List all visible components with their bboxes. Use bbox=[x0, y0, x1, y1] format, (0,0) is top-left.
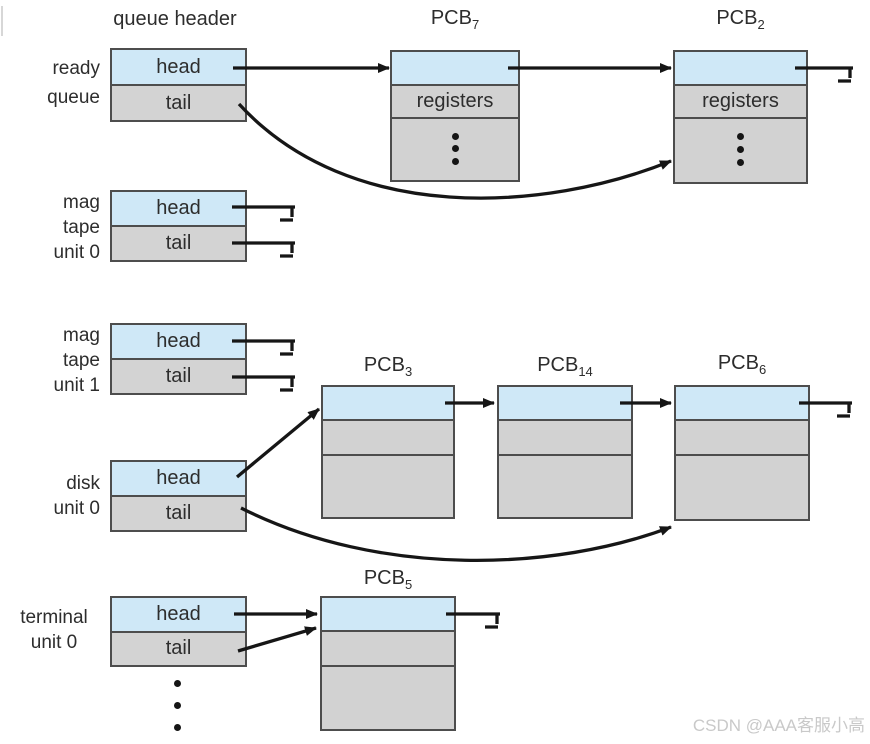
pcb2-box: registers bbox=[673, 50, 808, 184]
mag-tape-0-head-cell: head bbox=[112, 192, 245, 227]
pcb7-ellipsis bbox=[392, 119, 518, 180]
label-line: queue bbox=[47, 87, 100, 108]
pcb3-field bbox=[323, 421, 453, 456]
null-pointer-ground-icon bbox=[280, 207, 294, 222]
null-pointer-ground-icon bbox=[280, 243, 294, 258]
dot bbox=[737, 159, 744, 166]
null-pointer-ground-icon bbox=[837, 403, 851, 418]
pcb7-box: registers bbox=[390, 50, 520, 182]
null-pointer-ground-icon bbox=[485, 614, 499, 629]
dot bbox=[451, 157, 459, 165]
label-line: unit 0 bbox=[30, 632, 78, 653]
pcb2-registers-field: registers bbox=[675, 86, 806, 119]
dot bbox=[174, 724, 181, 731]
pcb14-field bbox=[499, 456, 631, 517]
label-line: unit 0 bbox=[53, 498, 100, 519]
label-disk-unit-0: disk unit 0 bbox=[8, 471, 100, 521]
more-queues-ellipsis bbox=[174, 680, 181, 731]
label-mag-tape-unit-1: mag tape unit 1 bbox=[8, 323, 100, 398]
pcb3-title-sub: 3 bbox=[404, 364, 413, 379]
pcb14-title: PCB14 bbox=[497, 354, 633, 379]
pcb7-title-sub: 7 bbox=[471, 17, 480, 32]
label-line: tape bbox=[63, 350, 100, 371]
label-line: ready bbox=[52, 58, 100, 79]
label-line: disk bbox=[66, 473, 100, 494]
pcb6-title-text: PCB bbox=[717, 352, 759, 374]
pcb2-ellipsis bbox=[675, 119, 806, 182]
label-terminal-unit-0: terminal unit 0 bbox=[4, 605, 104, 655]
label-mag-tape-unit-0: mag tape unit 0 bbox=[8, 190, 100, 265]
pcb3-title-text: PCB bbox=[363, 354, 405, 376]
pcb2-title-sub: 2 bbox=[757, 17, 765, 32]
pcb6-box bbox=[674, 385, 810, 521]
scan-artifact bbox=[1, 6, 3, 36]
pcb7-link-field bbox=[392, 52, 518, 86]
pcb2-title: PCB2 bbox=[673, 7, 808, 32]
watermark: CSDN @AAA客服小高 bbox=[692, 716, 865, 735]
pcb5-field bbox=[322, 632, 454, 667]
pcb7-registers-field: registers bbox=[392, 86, 518, 119]
pcb2-title-text: PCB bbox=[716, 7, 758, 29]
null-pointer-ground-icon bbox=[280, 377, 294, 392]
ready-tail-cell: tail bbox=[112, 86, 245, 120]
arrow-disk-head-to-pcb3 bbox=[235, 407, 321, 479]
terminal-0-head-cell: head bbox=[112, 598, 245, 633]
terminal-0-header-box: head tail bbox=[110, 596, 247, 667]
dot bbox=[737, 146, 744, 153]
pcb5-box bbox=[320, 596, 456, 731]
label-line: tape bbox=[63, 217, 100, 238]
dot bbox=[737, 133, 744, 140]
pcb6-field bbox=[676, 421, 808, 456]
label-line: mag bbox=[63, 192, 100, 213]
terminal-0-tail-cell: tail bbox=[112, 632, 245, 665]
pcb14-link-field bbox=[499, 387, 631, 421]
pcb6-field bbox=[676, 456, 808, 519]
null-pointer-ground-icon bbox=[280, 341, 294, 356]
label-ready-queue: ready queue bbox=[8, 54, 100, 112]
pcb3-link-field bbox=[323, 387, 453, 421]
pcb3-field bbox=[323, 456, 453, 517]
pcb3-title: PCB3 bbox=[321, 354, 455, 379]
label-line: unit 0 bbox=[53, 242, 100, 263]
dot bbox=[174, 680, 181, 687]
pcb14-title-text: PCB bbox=[537, 354, 579, 376]
pcb5-title: PCB5 bbox=[320, 567, 456, 592]
pcb7-title-text: PCB bbox=[430, 7, 472, 29]
dot bbox=[451, 132, 459, 140]
pcb6-title-sub: 6 bbox=[758, 362, 767, 377]
label-line: unit 1 bbox=[53, 375, 100, 396]
pcb14-field bbox=[499, 421, 631, 456]
queue-header-title: queue header bbox=[113, 8, 237, 30]
null-pointer-ground-icon bbox=[838, 68, 852, 83]
pcb2-link-field bbox=[675, 52, 806, 86]
dot bbox=[174, 702, 181, 709]
pcb5-title-text: PCB bbox=[363, 567, 405, 589]
dot bbox=[451, 145, 459, 152]
disk-0-tail-cell: tail bbox=[112, 497, 245, 530]
pcb6-link-field bbox=[676, 387, 808, 421]
pcb5-title-sub: 5 bbox=[404, 577, 413, 592]
mag-tape-1-header-box: head tail bbox=[110, 323, 247, 395]
pcb14-title-sub: 14 bbox=[578, 364, 593, 379]
mag-tape-0-tail-cell: tail bbox=[112, 227, 245, 260]
pcb7-title: PCB7 bbox=[390, 7, 520, 32]
label-line: mag bbox=[63, 325, 100, 346]
ready-head-cell: head bbox=[112, 50, 245, 86]
mag-tape-1-tail-cell: tail bbox=[112, 360, 245, 393]
pcb6-title: PCB6 bbox=[674, 352, 810, 377]
disk-0-header-box: head tail bbox=[110, 460, 247, 532]
label-line: terminal bbox=[20, 607, 88, 628]
mag-tape-1-head-cell: head bbox=[112, 325, 245, 360]
pcb5-link-field bbox=[322, 598, 454, 632]
ready-queue-header-box: head tail bbox=[110, 48, 247, 122]
pcb14-box bbox=[497, 385, 633, 519]
mag-tape-0-header-box: head tail bbox=[110, 190, 247, 262]
pcb5-field bbox=[322, 667, 454, 729]
pcb3-box bbox=[321, 385, 455, 519]
disk-0-head-cell: head bbox=[112, 462, 245, 497]
arrow-terminal-tail-to-pcb5 bbox=[237, 626, 317, 653]
